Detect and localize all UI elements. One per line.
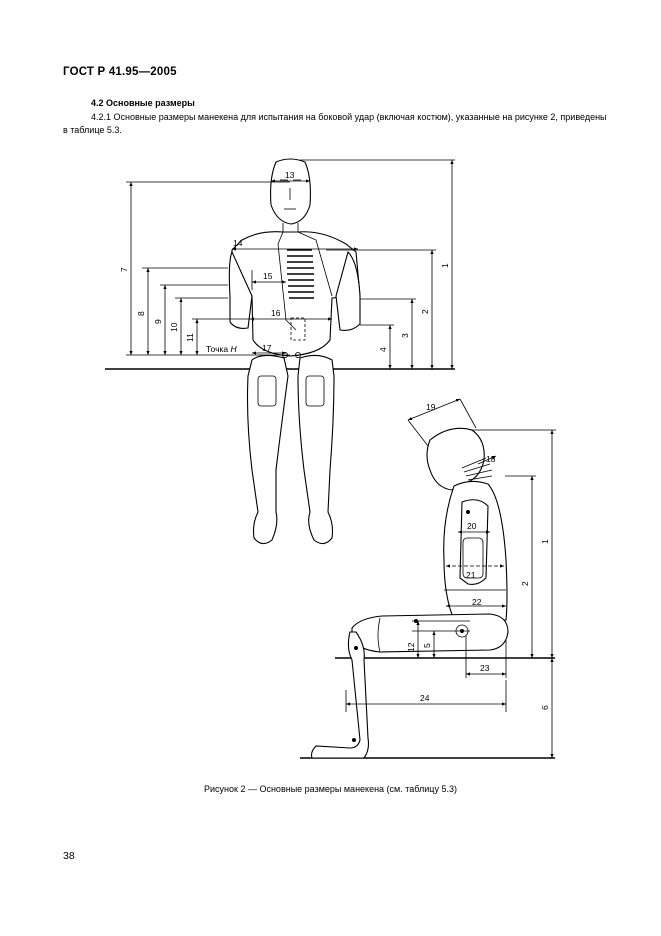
side-label-19: 19: [426, 402, 436, 412]
front-label-10: 10: [169, 322, 179, 332]
front-label-11: 11: [185, 333, 195, 342]
side-thigh: [351, 613, 509, 653]
side-dim-line-19: [407, 398, 461, 421]
side-label-18: 18: [486, 454, 496, 464]
front-view: 13 14 15 16 17 7 8 9 10 11 1 2 3 4 Точка…: [105, 158, 455, 545]
side-label-23: 23: [480, 663, 490, 673]
front-label-2: 2: [420, 309, 430, 314]
section-paragraph: 4.2.1 Основные размеры манекена для испы…: [63, 112, 607, 135]
side-label-2: 2: [520, 581, 530, 586]
side-view: 19 18 20 21 22 23 24 1 2 6 5 12: [300, 398, 556, 759]
document-header: ГОСТ Р 41.95—2005: [63, 66, 177, 78]
side-head: [426, 427, 485, 491]
side-label-24: 24: [420, 693, 430, 703]
side-label-1: 1: [540, 539, 550, 544]
side-label-5: 5: [422, 643, 432, 648]
front-right-arm: [335, 250, 361, 331]
front-label-4: 4: [378, 347, 388, 352]
section-title: 4.2 Основные размеры: [91, 98, 195, 108]
side-dim-line-18: [477, 455, 497, 465]
front-label-14: 14: [233, 238, 243, 248]
front-label-16: 16: [271, 308, 281, 318]
front-left-arm: [228, 250, 253, 329]
front-left-leg: [246, 354, 289, 545]
side-label-22: 22: [472, 597, 482, 607]
h-point-label: Точка H: [206, 344, 238, 354]
front-label-7: 7: [119, 267, 129, 272]
side-lower-leg: [310, 631, 370, 759]
side-arm: [459, 499, 489, 585]
page-number: 38: [63, 850, 75, 862]
side-label-20: 20: [467, 521, 477, 531]
front-right-leg: [297, 354, 335, 545]
front-head: [270, 158, 311, 225]
front-label-8: 8: [136, 311, 146, 316]
front-label-1: 1: [440, 263, 450, 268]
side-label-6: 6: [540, 705, 550, 710]
front-label-9: 9: [153, 319, 163, 324]
figure-caption: Рисунок 2 — Основные размеры манекена (с…: [204, 784, 457, 794]
side-label-12: 12: [406, 642, 416, 652]
side-label-21: 21: [466, 570, 476, 580]
front-label-17: 17: [262, 343, 272, 353]
front-label-13: 13: [285, 170, 295, 180]
front-label-3: 3: [400, 333, 410, 338]
front-label-15: 15: [263, 271, 273, 281]
